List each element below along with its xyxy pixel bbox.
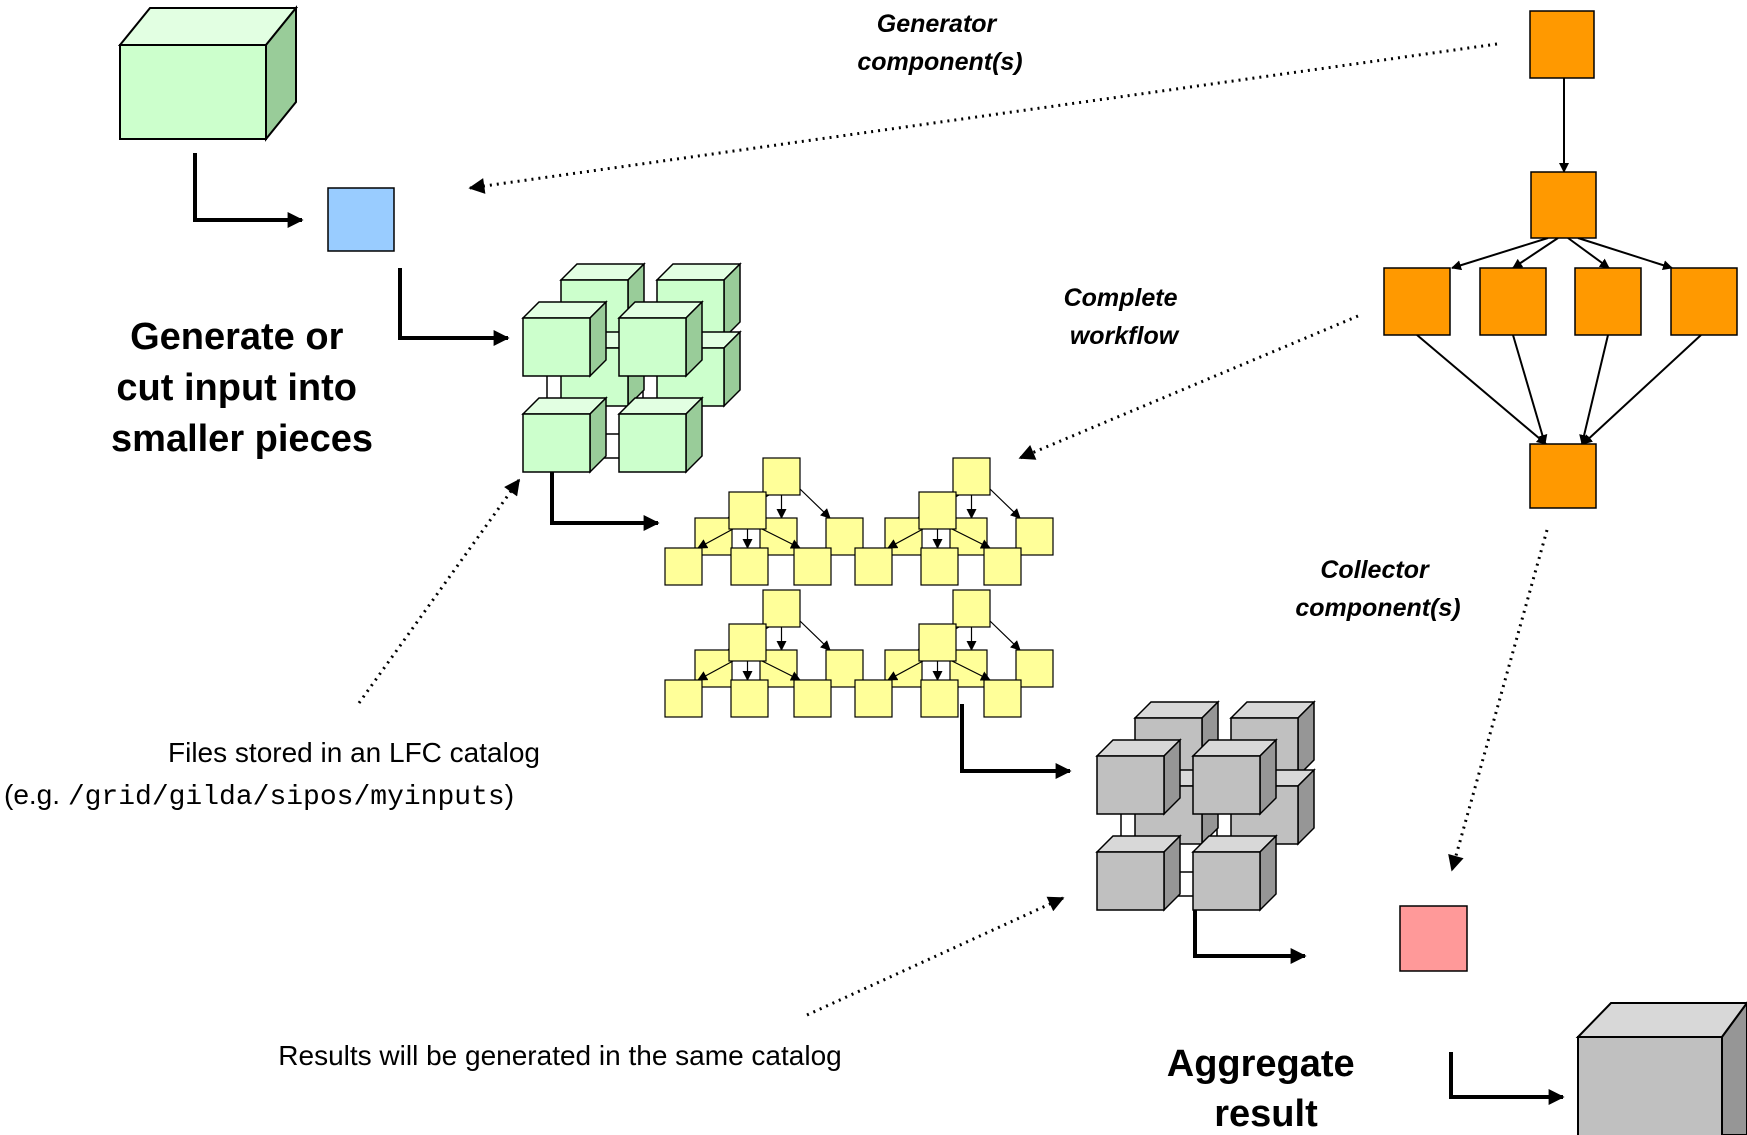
task-node (920, 679, 959, 718)
elbow-arrow-icon (550, 468, 660, 531)
workflow-task-node (1670, 267, 1738, 336)
workflow-task-node (1383, 267, 1451, 336)
files-caption-line2: (e.g. /grid/gilda/sipos/myinputs) (4, 779, 514, 813)
dotted-pointer-icon (468, 42, 1498, 194)
orange-workflow (1383, 10, 1738, 509)
data-piece-cube (1095, 834, 1182, 912)
mini-workflow (664, 589, 864, 718)
dotted-pointer-icon (806, 896, 1065, 1017)
task-node (664, 547, 703, 586)
task-node (1015, 517, 1054, 556)
task-node (854, 679, 893, 718)
workflow-split-node (1530, 171, 1597, 239)
files-caption-line1: Files stored in an LFC catalog (168, 737, 540, 768)
elbow-arrow-icon (1449, 1052, 1565, 1105)
task-node (918, 623, 957, 662)
aggregate-caption: Aggregate result (1167, 1043, 1365, 1135)
task-node (762, 457, 801, 496)
elbow-arrow-icon (398, 268, 510, 346)
dotted-pointer-icon (357, 478, 521, 704)
task-node (730, 679, 769, 718)
elbow-arrow-icon (1193, 902, 1307, 964)
task-node (664, 679, 703, 718)
collector-label: Collector component(s) (1295, 556, 1460, 622)
mini-workflow (854, 457, 1054, 586)
task-node (983, 547, 1022, 586)
task-node (1015, 649, 1054, 688)
input-data-cube (117, 5, 299, 142)
workflow-task-node (1574, 267, 1642, 336)
task-node (952, 589, 991, 628)
workflow-start-node (1529, 10, 1595, 79)
workflow-task-node (1479, 267, 1547, 336)
input-pieces-grid (521, 262, 742, 474)
task-node (793, 547, 832, 586)
generate-caption: Generate or cut input into smaller piece… (111, 316, 373, 460)
mini-workflow (854, 589, 1054, 718)
data-piece-cube (521, 396, 608, 474)
data-piece-cube (1191, 834, 1278, 912)
data-piece-cube (1191, 738, 1278, 816)
generator-output-square (327, 187, 395, 252)
task-node (983, 679, 1022, 718)
workflow-join-node (1529, 443, 1597, 509)
task-node (918, 491, 957, 530)
task-node (730, 547, 769, 586)
catalog-path: /grid/gilda/sipos/myinputs (68, 782, 505, 813)
elbow-arrows (193, 153, 1565, 1105)
task-node (952, 457, 991, 496)
elbow-arrow-icon (193, 153, 304, 228)
result-cube (1575, 1001, 1747, 1135)
complete-workflow-label: Complete workflow (1064, 284, 1185, 350)
workflow-instances (664, 457, 1054, 718)
data-piece-cube (617, 300, 704, 378)
collector-output-square (1399, 905, 1468, 972)
elbow-arrow-icon (960, 704, 1072, 779)
task-node (793, 679, 832, 718)
output-pieces-grid (1095, 700, 1316, 912)
task-node (854, 547, 893, 586)
task-node (728, 491, 767, 530)
task-node (762, 589, 801, 628)
dotted-pointer-icon (1448, 529, 1549, 872)
results-caption: Results will be generated in the same ca… (278, 1040, 841, 1071)
mini-workflow (664, 457, 864, 586)
task-node (728, 623, 767, 662)
data-piece-cube (521, 300, 608, 378)
dotted-pointers (357, 42, 1549, 1017)
generator-label: Generator component(s) (857, 10, 1022, 76)
data-piece-cube (617, 396, 704, 474)
dotted-pointer-icon (1018, 314, 1359, 460)
task-node (920, 547, 959, 586)
data-piece-cube (1095, 738, 1182, 816)
